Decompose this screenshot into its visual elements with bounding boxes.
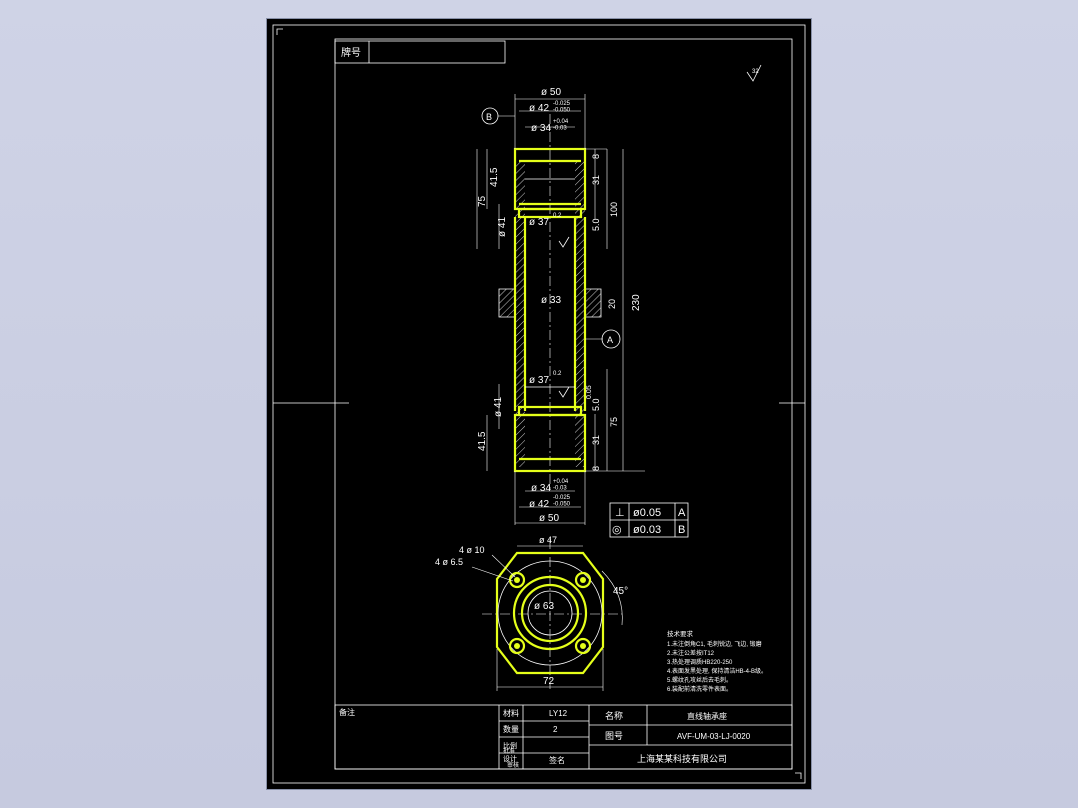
dim-d42-top-tol: -0.025-0.050 [553, 101, 571, 114]
section-view: ø 50 ø 42 -0.025-0.050 ø 34 +0.04-0.03 B… [476, 87, 645, 525]
dim-d41-bot: ø 41 [493, 397, 504, 417]
plan-view: 4 ø 10 4 ø 6.5 ø 47 ø 63 45° 72 [435, 535, 628, 691]
svg-text:ø0.05: ø0.05 [633, 507, 661, 519]
dim-d37-bot: ø 37 [529, 375, 549, 386]
bearing-bore-bottom [513, 413, 587, 473]
svg-text:5.螺纹孔攻丝后去毛刺。: 5.螺纹孔攻丝后去毛刺。 [667, 676, 732, 684]
svg-text:4.表面发黑处理, 保持清洁HB-4-B级。: 4.表面发黑处理, 保持清洁HB-4-B级。 [667, 667, 767, 675]
checked-label: 审核 [507, 761, 519, 769]
mount-hole [574, 637, 592, 655]
approved-label: 批准 [503, 747, 515, 755]
dim-d50-bot: ø 50 [539, 513, 559, 524]
dim-75-right: 75 [609, 417, 619, 427]
flange-outline [495, 551, 605, 675]
dim-d37-top-tol: 0.2 [553, 213, 562, 219]
svg-text:A: A [607, 335, 613, 345]
dim-holes-65: 4 ø 6.5 [435, 557, 463, 567]
svg-text:1.未注倒角C1, 毛刺锐边, 飞边, 锻磨: 1.未注倒角C1, 毛刺锐边, 飞边, 锻磨 [667, 640, 762, 648]
qty-label: 数量 [503, 724, 519, 734]
drawing-no-value: AVF-UM-03-LJ-0020 [677, 732, 751, 741]
svg-text:技术要求: 技术要求 [667, 629, 694, 638]
dim-holes-10: 4 ø 10 [459, 545, 485, 555]
drawing-canvas: 牌号 32 [272, 24, 806, 784]
dim-d33: ø 33 [541, 295, 561, 306]
dim-d37-bot-tol: 0.2 [553, 371, 562, 377]
dim-31-bot: 31 [591, 435, 601, 445]
material-value: LY12 [549, 709, 568, 718]
mount-hole [508, 637, 526, 655]
dim-d34-bot: ø 34 [531, 483, 551, 494]
qty-value: 2 [553, 725, 558, 734]
perpendicularity-icon: ⊥ [615, 507, 625, 519]
dim-d42-bot: ø 42 [529, 499, 549, 510]
dim-d50-top: ø 50 [541, 87, 561, 98]
cad-viewport[interactable]: 牌号 32 [267, 19, 811, 789]
svg-text:3.热处理调质HB220-250: 3.热处理调质HB220-250 [667, 658, 733, 666]
dim-d34-bot-tol: +0.04-0.03 [553, 479, 569, 492]
drawing-no-label: 图号 [605, 731, 623, 741]
svg-text:B: B [678, 524, 685, 536]
mount-hole [574, 571, 592, 589]
dim-width-72: 72 [543, 676, 555, 687]
dim-d41-top: ø 41 [497, 217, 508, 237]
scale-label: 比例 [503, 741, 517, 750]
concentricity-icon: ◎ [612, 524, 622, 536]
dim-d42-bot-tol: -0.025-0.050 [553, 495, 571, 508]
dim-d42-top: ø 42 [529, 103, 549, 114]
dim-angle-45: 45° [613, 586, 628, 597]
dim-415-bot: 41.5 [477, 431, 488, 451]
drawn-label: 设计 [503, 754, 517, 763]
name-label: 名称 [605, 710, 623, 721]
svg-text:A: A [678, 507, 686, 519]
dim-415-top: 41.5 [489, 167, 500, 187]
bore-inner [520, 583, 580, 643]
name-value: 直线轴承座 [687, 711, 727, 721]
dim-100: 100 [609, 202, 619, 217]
dim-8-top: 8 [591, 154, 601, 159]
technical-notes: 技术要求 1.未注倒角C1, 毛刺锐边, 飞边, 锻磨 2.未注公差按IT12 … [667, 629, 767, 693]
dim-d34-top: ø 34 [531, 123, 551, 134]
tolerance-frame: ⊥ ø0.05 A ◎ ø0.03 B [609, 502, 689, 538]
outer-border [272, 24, 806, 784]
dim-75-left: 75 [477, 195, 488, 207]
bore-outer [512, 575, 588, 651]
top-label: 牌号 [341, 46, 361, 59]
dim-d37-top: ø 37 [529, 217, 549, 228]
dim-5-bot: 5.0 [591, 398, 601, 411]
dim-31-top: 31 [591, 175, 601, 185]
dim-d63: ø 63 [534, 601, 554, 612]
dim-d47: ø 47 [539, 535, 557, 545]
remark-label: 备注 [339, 707, 355, 717]
corner-mark [276, 28, 283, 35]
datum-a-marker [601, 329, 621, 349]
dim-230: 230 [631, 294, 642, 311]
dim-5-top: 5.0 [591, 218, 601, 231]
dim-d34-top-tol: +0.04-0.03 [553, 119, 569, 132]
dim-20: 20 [607, 299, 617, 309]
dim-005: 0.05 [586, 385, 593, 399]
roughness-icon [558, 386, 570, 398]
svg-text:ø0.03: ø0.03 [633, 524, 661, 536]
svg-text:2.未注公差按IT12: 2.未注公差按IT12 [667, 649, 715, 657]
company-name: 上海某某科技有限公司 [637, 753, 727, 764]
material-label: 材料 [503, 708, 519, 718]
sign-label: 签名 [549, 755, 565, 765]
title-block: 备注 材料 LY12 数量 2 比例 设计 审核 批准 签名 名称 直线轴承座 … [334, 704, 793, 770]
svg-text:B: B [486, 112, 492, 122]
dim-8-bot: 8 [591, 466, 601, 471]
roughness-icon: 32 [746, 64, 762, 82]
corner-mark [795, 772, 802, 779]
roughness-icon [558, 236, 570, 248]
top-label-box [334, 40, 506, 64]
svg-text:6.装配前清洗零件表面。: 6.装配前清洗零件表面。 [667, 685, 732, 693]
svg-text:32: 32 [752, 69, 759, 75]
